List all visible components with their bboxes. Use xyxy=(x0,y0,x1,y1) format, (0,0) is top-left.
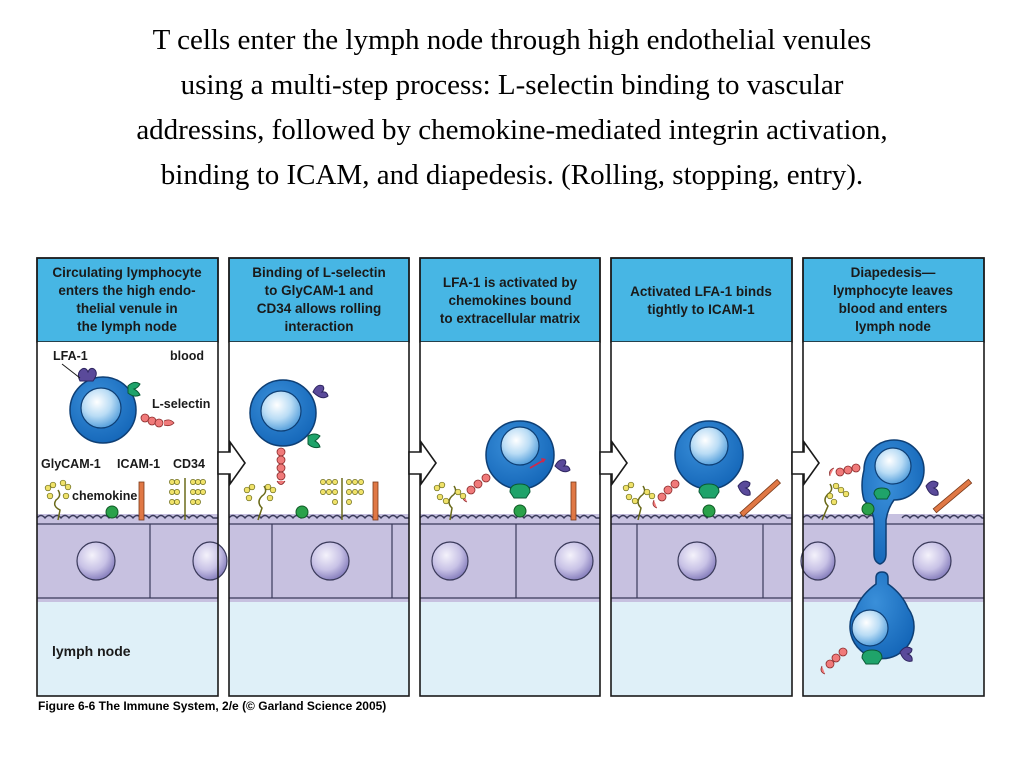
step-arrows xyxy=(217,439,820,487)
arrow-right-icon xyxy=(791,439,820,487)
panel-4-header-line: Activated LFA-1 binds xyxy=(630,284,772,299)
panel-1 xyxy=(36,257,219,696)
panel-1-header-line: thelial venule in xyxy=(76,301,177,316)
panel-3-header-line: chemokines bound xyxy=(448,293,571,308)
panel-1-labels: LFA-1 blood L-selectin GlyCAM-1 ICAM-1 C… xyxy=(41,349,210,659)
icam1-label: ICAM-1 xyxy=(117,457,160,471)
panel-4-illustration xyxy=(622,420,781,521)
panel-1-header-line: the lymph node xyxy=(77,319,177,334)
panel-2-header-line: CD34 allows rolling xyxy=(257,301,382,316)
panel-5-header-line: lymphocyte leaves xyxy=(833,283,953,298)
panel-3-header-line: to extracellular matrix xyxy=(440,311,581,326)
panel-5-header-line: blood and enters xyxy=(839,301,948,316)
lfa1-label: LFA-1 xyxy=(53,349,88,363)
panel-3-header-line: LFA-1 is activated by xyxy=(443,275,578,290)
panel-4-header-line: tightly to ICAM-1 xyxy=(647,302,755,317)
arrow-right-icon xyxy=(408,439,437,487)
title-line: binding to ICAM, and diapedesis. (Rollin… xyxy=(160,159,864,191)
title-line: T cells enter the lymph node through hig… xyxy=(152,24,872,56)
panel-2-header-line: Binding of L-selectin xyxy=(252,265,386,280)
endothelium xyxy=(36,514,984,599)
panel-1-header-line: Circulating lymphocyte xyxy=(52,265,202,280)
lselectin-label: L-selectin xyxy=(152,397,210,411)
title-line: using a multi-step process: L-selectin b… xyxy=(180,69,844,101)
glycam1-label: GlyCAM-1 xyxy=(41,457,101,471)
panel-1-header-line: enters the high endo- xyxy=(58,283,195,298)
panel-2-illustration xyxy=(243,379,379,521)
panel-5-illustration xyxy=(820,439,973,675)
slide-title: T cells enter the lymph node through hig… xyxy=(40,18,984,198)
panel-2-header-line: interaction xyxy=(284,319,353,334)
arrow-right-icon xyxy=(217,439,246,487)
figure-caption: Figure 6-6 The Immune System, 2/e (© Gar… xyxy=(38,699,387,713)
arrow-right-icon xyxy=(599,439,628,487)
panel-5-header-line: lymph node xyxy=(855,319,931,334)
panel-3-illustration xyxy=(433,420,577,521)
panel-5-header-line: Diapedesis— xyxy=(851,265,936,280)
panel-2-header-line: to GlyCAM-1 and xyxy=(265,283,374,298)
panel-1-illustration xyxy=(44,363,206,521)
chemokine-label: chemokine xyxy=(72,489,137,503)
lymph-node-label: lymph node xyxy=(52,643,131,659)
title-line: addressins, followed by chemokine-mediat… xyxy=(136,114,888,146)
cd34-label: CD34 xyxy=(173,457,205,471)
panel-headers: Circulating lymphocyte enters the high e… xyxy=(52,265,953,334)
blood-label: blood xyxy=(170,349,204,363)
